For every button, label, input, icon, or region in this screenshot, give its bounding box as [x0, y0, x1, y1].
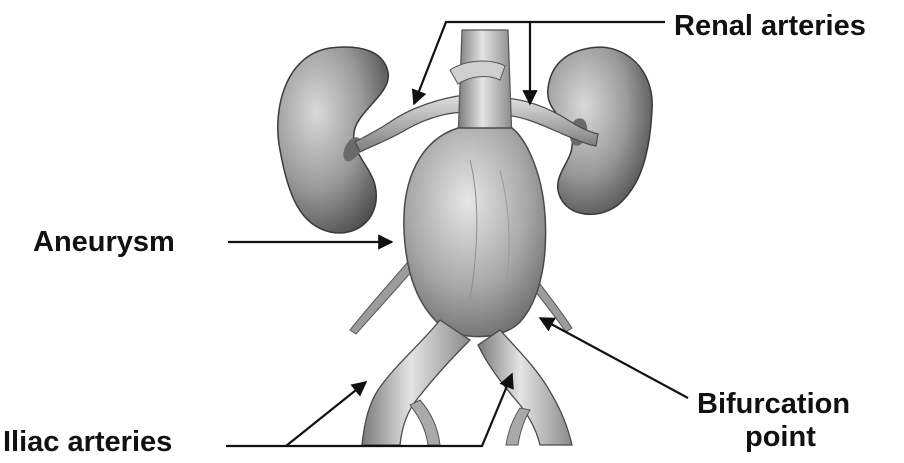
- aneurysm-bulge: [404, 128, 546, 337]
- left-iliac-artery: [362, 320, 470, 445]
- bifurcation-point-label: Bifurcation point: [697, 390, 850, 452]
- bifurcation-label-line2: point: [745, 423, 850, 452]
- upper-aorta: [458, 30, 512, 140]
- bifurcation-label-line1: Bifurcation: [697, 390, 850, 419]
- iliac-left-pointer: [226, 382, 366, 446]
- renal-arteries-label: Renal arteries: [674, 12, 866, 41]
- right-iliac-artery: [478, 330, 572, 445]
- bifurcation-pointer: [540, 318, 688, 398]
- iliac-arteries-label: Iliac arteries: [3, 428, 172, 457]
- aneurysm-label: Aneurysm: [33, 228, 175, 257]
